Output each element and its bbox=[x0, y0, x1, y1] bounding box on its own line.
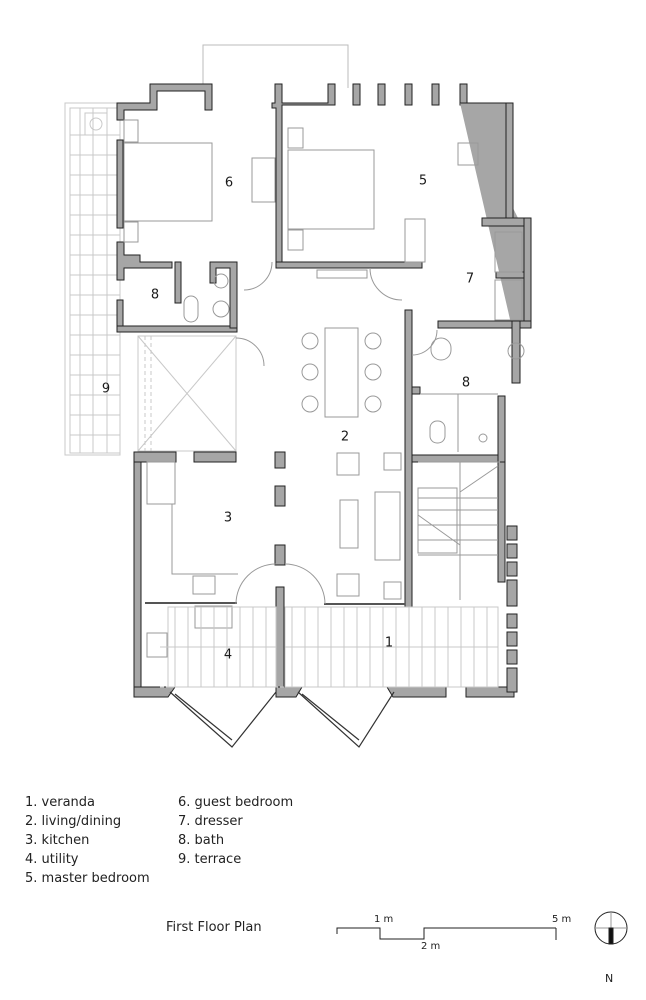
room-label-kitchen: 3 bbox=[223, 510, 233, 526]
legend-item: 8. bath bbox=[178, 833, 225, 848]
room-label-bath-guest: 8 bbox=[150, 287, 160, 303]
legend-item: 5. master bedroom bbox=[25, 871, 150, 886]
legend-item: 6. guest bedroom bbox=[178, 795, 294, 810]
room-label-guest-bedroom: 6 bbox=[224, 175, 234, 191]
legend-column-1: 1. veranda 2. living/dining 3. kitchen 4… bbox=[25, 793, 150, 888]
walls bbox=[116, 83, 532, 698]
room-label-living-dining: 2 bbox=[340, 429, 350, 445]
legend-item: 1. veranda bbox=[25, 795, 95, 810]
scale-label-5m: 5 m bbox=[552, 914, 572, 925]
terrace-paving bbox=[64, 102, 237, 456]
scale-label-1m: 1 m bbox=[374, 914, 394, 925]
scale-label-2m: 2 m bbox=[421, 941, 441, 952]
bay-windows bbox=[169, 691, 395, 748]
room-label-veranda: 1 bbox=[384, 635, 394, 651]
room-label-utility: 4 bbox=[223, 647, 233, 663]
scale-bar bbox=[336, 927, 557, 940]
legend-item: 7. dresser bbox=[178, 814, 243, 829]
room-label-terrace: 9 bbox=[101, 381, 111, 397]
veranda-paving bbox=[160, 606, 499, 688]
furniture bbox=[123, 119, 525, 658]
legend-item: 4. utility bbox=[25, 852, 79, 867]
legend-item: 2. living/dining bbox=[25, 814, 122, 829]
north-label: N bbox=[605, 972, 614, 985]
plan-title: First Floor Plan bbox=[166, 920, 262, 935]
room-label-bath-master: 8 bbox=[461, 375, 471, 391]
legend-column-2: 6. guest bedroom 7. dresser 8. bath 9. t… bbox=[178, 793, 293, 869]
room-label-dresser: 7 bbox=[465, 271, 475, 287]
room-label-master-bedroom: 5 bbox=[418, 173, 428, 189]
north-arrow-icon bbox=[594, 911, 628, 945]
legend-item: 9. terrace bbox=[178, 852, 242, 867]
legend-item: 3. kitchen bbox=[25, 833, 90, 848]
